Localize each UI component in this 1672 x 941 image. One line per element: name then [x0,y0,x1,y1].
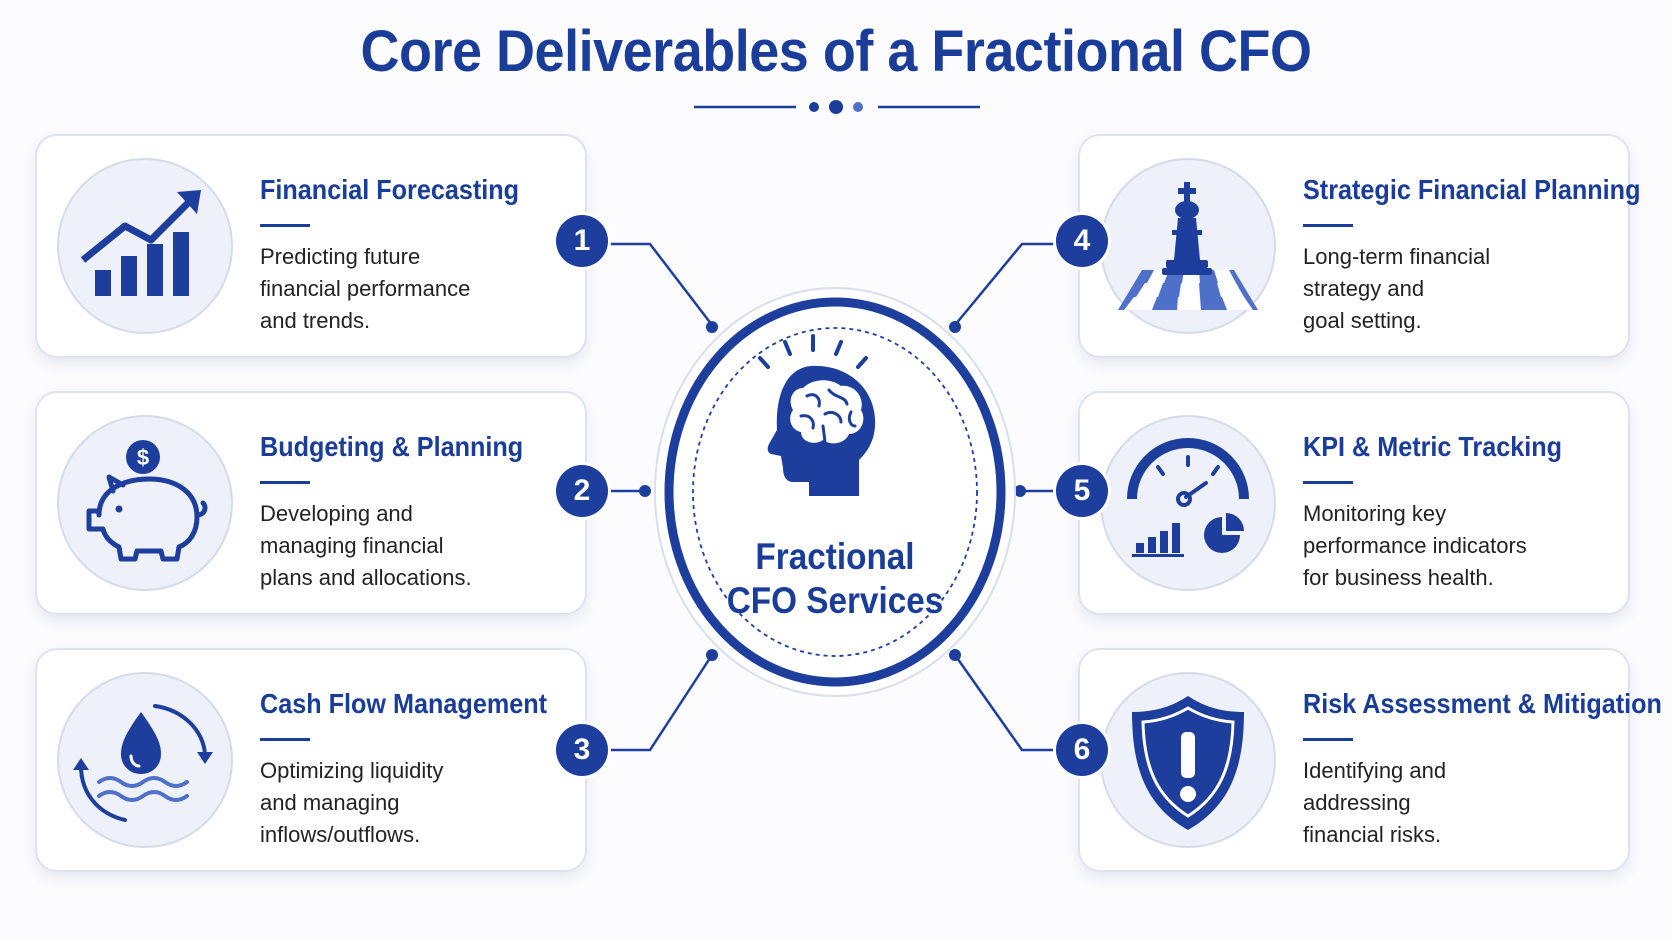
step-number-4: 4 [1056,215,1108,267]
card-risk-assessment-mitigation: Risk Assessment & Mitigation Identifying… [1078,648,1662,872]
card-title: KPI & Metric Tracking [1303,431,1563,462]
step-number-5: 5 [1056,465,1108,517]
title-underline [1303,481,1353,484]
title-underline [1303,738,1353,741]
brain-head-icon [758,334,876,496]
step-number-2: 2 [556,465,608,517]
title-underline [260,738,310,741]
card-title: Financial Forecasting [260,174,520,205]
card-title: Budgeting & Planning [260,431,524,462]
step-number-6: 6 [1056,724,1108,776]
step-number-3: 3 [556,724,608,776]
step-number-1: 1 [556,215,608,267]
growth-chart-icon [57,158,233,334]
chess-king-icon [1100,158,1276,334]
card-cash-flow-management: Cash Flow Management Optimizing liquidit… [35,648,587,872]
center-title-line-2: CFO Services [726,580,944,621]
svg-text:$: $ [137,445,149,470]
center-title-line-1: Fractional [755,536,915,577]
card-strategic-financial-planning: Strategic Financial Planning Long-term f… [1078,134,1641,358]
title-underline [1303,224,1353,227]
card-title: Strategic Financial Planning [1303,174,1641,205]
liquidity-cycle-icon [57,672,233,848]
card-title: Risk Assessment & Mitigation [1303,688,1662,719]
gauge-dashboard-icon [1100,415,1276,591]
title-divider [694,100,980,114]
title-underline [260,481,310,484]
center-title: Fractional CFO Services [664,535,1006,623]
center-hub: Fractional CFO Services [645,270,1025,710]
piggy-bank-icon: $ [57,415,233,591]
title-underline [260,224,310,227]
shield-alert-icon [1100,672,1276,848]
card-title: Cash Flow Management [260,688,548,719]
page-title: Core Deliverables of a Fractional CFO [360,19,1312,84]
